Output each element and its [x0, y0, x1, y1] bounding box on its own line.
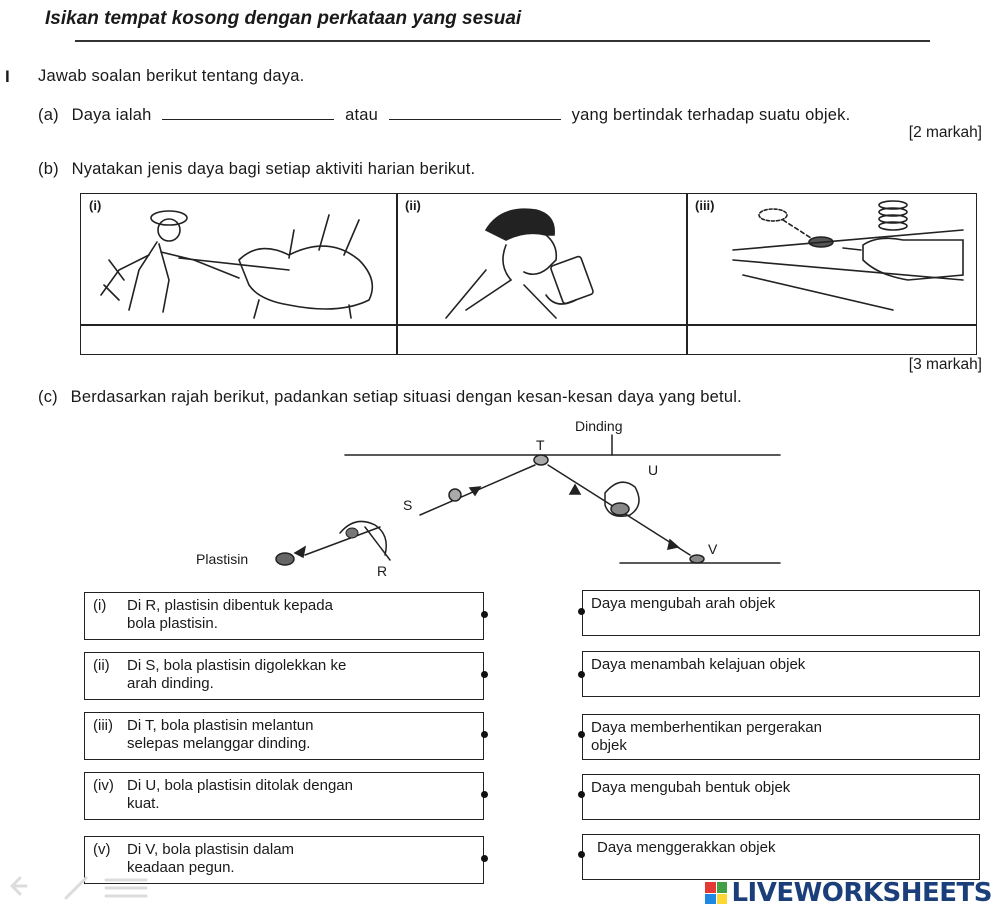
match-dot-left-ii[interactable] [481, 671, 488, 678]
logo-square [705, 893, 716, 904]
table-row-divider [81, 324, 976, 326]
situation-text: Di R, plastisin dibentuk kepada [127, 597, 333, 614]
situation-number: (v) [93, 841, 111, 858]
situation-box-iii[interactable]: (iii) Di T, bola plastisin melantun selep… [84, 712, 484, 760]
farmer-goat-illustration [100, 210, 374, 319]
boy-calculator-illustration [445, 208, 594, 319]
question-stem: Jawab soalan berikut tentang daya. [38, 67, 305, 85]
question-number: I [5, 67, 10, 86]
part-b: (b) Nyatakan jenis daya bagi setiap akti… [38, 160, 475, 179]
coin-flick-illustration [732, 200, 964, 311]
match-dot-left-iv[interactable] [481, 791, 488, 798]
point-s-label: S [403, 497, 413, 513]
effect-text: Daya memberhentikan pergerakan [591, 719, 822, 736]
start-label: Plastisin [196, 551, 249, 567]
situation-text: bola plastisin. [127, 615, 218, 632]
situation-number: (iii) [93, 717, 113, 734]
effect-box-2[interactable]: Daya menambah kelajuan objek [582, 651, 980, 697]
part-b-text: Nyatakan jenis daya bagi setiap aktiviti… [71, 160, 476, 178]
plasticine-path-diagram [275, 434, 781, 566]
answer-blank-2[interactable] [388, 119, 561, 120]
faint-toolbar [10, 876, 148, 900]
effect-text: Daya menggerakkan objek [597, 839, 776, 856]
effect-box-3[interactable]: Daya memberhentikan pergerakan objek [582, 714, 980, 760]
part-a-marks: [2 markah] [908, 124, 982, 141]
instruction-text: Isikan tempat kosong dengan perkataan ya… [45, 8, 522, 29]
match-dot-right-1[interactable] [578, 608, 585, 615]
logo-square [705, 882, 716, 893]
liveworksheets-logo-icon [705, 882, 728, 904]
situation-box-v[interactable]: (v) Di V, bola plastisin dalam keadaan pe… [84, 836, 484, 884]
point-t-label: T [536, 437, 545, 453]
effect-text: objek [591, 737, 627, 754]
situation-box-i[interactable]: (i) Di R, plastisin dibentuk kepada bola … [84, 592, 484, 640]
situation-box-ii[interactable]: (ii) Di S, bola plastisin digolekkan ke a… [84, 652, 484, 700]
part-a-label: (a) [38, 106, 59, 124]
menu-icon [104, 878, 148, 898]
effect-text: Daya menambah kelajuan objek [591, 656, 806, 673]
point-v-label: V [708, 541, 718, 557]
situation-text: kuat. [127, 795, 160, 812]
wall-label: Dinding [575, 418, 623, 434]
situation-text: keadaan pegun. [127, 859, 235, 876]
liveworksheets-brand: LIVEWORKSHEETS [731, 878, 992, 908]
situation-text: Di V, bola plastisin dalam [127, 841, 295, 858]
part-b-label: (b) [38, 160, 59, 178]
situation-text: selepas melanggar dinding. [127, 735, 311, 752]
situation-text: Di S, bola plastisin digolekkan ke [127, 657, 347, 674]
part-c: (c) Berdasarkan rajah berikut, padankan … [38, 388, 742, 407]
situation-number: (iv) [93, 777, 114, 794]
effect-text: Daya mengubah bentuk objek [591, 779, 791, 796]
pen-icon [64, 876, 88, 900]
effect-box-5[interactable]: Daya menggerakkan objek [582, 834, 980, 880]
match-dot-left-v[interactable] [481, 855, 488, 862]
match-dot-left-iii[interactable] [481, 731, 488, 738]
match-dot-right-3[interactable] [578, 731, 585, 738]
logo-square [716, 893, 728, 904]
answer-cell-iii[interactable] [688, 326, 974, 352]
table-divider [396, 194, 398, 354]
match-dot-right-2[interactable] [578, 671, 585, 678]
picture-table: (i) (ii) (iii) [80, 193, 977, 355]
picture-label-iii: (iii) [695, 198, 715, 213]
effect-box-4[interactable]: Daya mengubah bentuk objek [582, 774, 980, 820]
answer-blank-1[interactable] [162, 119, 335, 120]
situation-text: Di U, bola plastisin ditolak dengan [127, 777, 353, 794]
answer-cell-ii[interactable] [398, 326, 684, 352]
picture-label-i: (i) [89, 198, 102, 213]
part-a-text-3: yang bertindak terhadap suatu objek. [571, 106, 851, 124]
situation-number: (ii) [93, 657, 110, 674]
liveworksheets-watermark: LIVEWORKSHEETS [705, 878, 992, 908]
match-dot-right-4[interactable] [578, 791, 585, 798]
part-c-label: (c) [38, 388, 58, 406]
logo-square [716, 882, 728, 893]
table-divider [686, 194, 688, 354]
back-arrow-icon [10, 876, 28, 896]
header-rule [75, 40, 930, 42]
part-a-text-1: Daya ialah [71, 106, 152, 124]
part-a-text-2: atau [345, 106, 379, 124]
effect-text: Daya mengubah arah objek [591, 595, 776, 612]
match-dot-right-5[interactable] [578, 851, 585, 858]
point-r-label: R [377, 563, 388, 579]
situation-text: Di T, bola plastisin melantun [127, 717, 314, 734]
part-c-text: Berdasarkan rajah berikut, padankan seti… [70, 388, 742, 406]
picture-label-ii: (ii) [405, 198, 421, 213]
situation-text: arah dinding. [127, 675, 214, 692]
match-dot-left-i[interactable] [481, 611, 488, 618]
part-a: (a) Daya ialah atau yang bertindak terha… [38, 106, 850, 125]
situation-box-iv[interactable]: (iv)Di U, bola plastisin ditolak dengan … [84, 772, 484, 820]
answer-cell-i[interactable] [81, 326, 394, 352]
effect-box-1[interactable]: Daya mengubah arah objek [582, 590, 980, 636]
situation-number: (i) [93, 597, 107, 614]
point-u-label: U [648, 462, 659, 478]
part-b-marks: [3 markah] [908, 356, 982, 373]
